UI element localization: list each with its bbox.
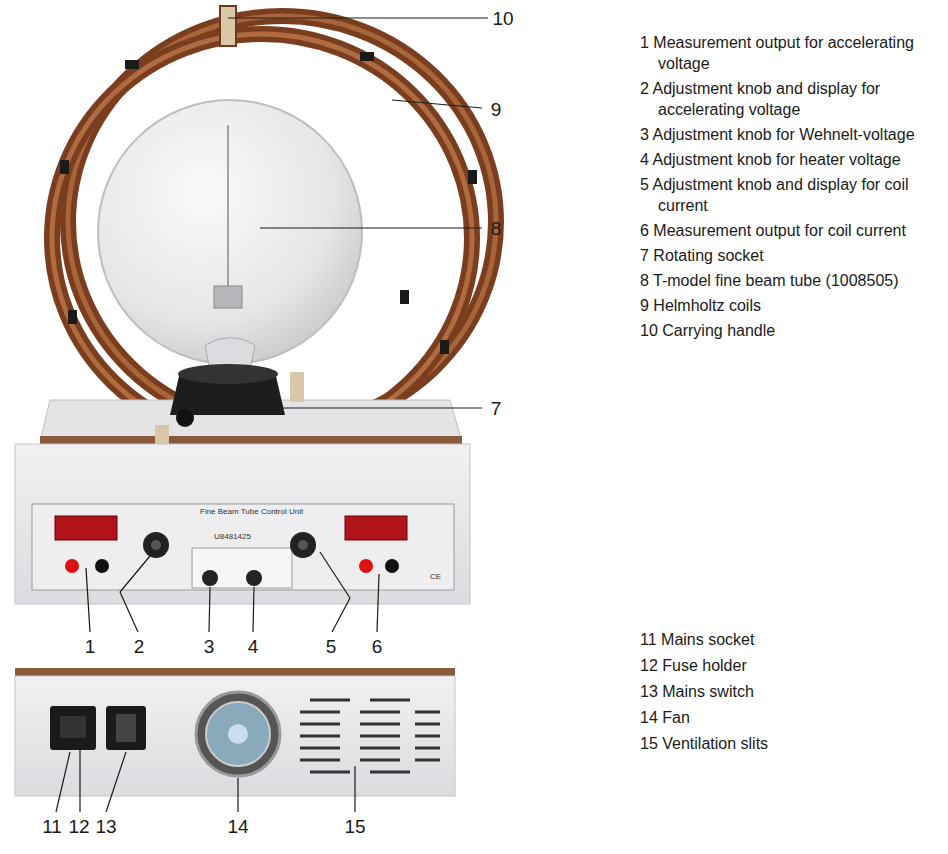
parts-list: 11 Mains socket 12 Fuse holder 13 Mains sw… xyxy=(640,629,940,759)
part-description: 4 Adjustment knob for heater voltage xyxy=(640,149,940,170)
callout-number: 13 xyxy=(95,817,116,836)
callout-number: 1 xyxy=(85,637,96,656)
parts-list: 1 Measurement output for accelerating vo… xyxy=(640,32,940,345)
callout-number: 15 xyxy=(344,817,365,836)
part-description: 2 Adjustment knob and display for accele… xyxy=(640,78,940,120)
callout-number: 4 xyxy=(248,637,259,656)
part-description: 14 Fan xyxy=(640,707,940,728)
part-description: 7 Rotating socket xyxy=(640,245,940,266)
part-description: 3 Adjustment knob for Wehnelt-voltage xyxy=(640,124,940,145)
panel-text: CE xyxy=(430,572,441,581)
leader-lines xyxy=(56,745,355,812)
part-description: 1 Measurement output for accelerating vo… xyxy=(640,32,940,74)
part-description: 15 Ventilation slits xyxy=(640,733,940,754)
part-description: 10 Carrying handle xyxy=(640,320,940,341)
callout-number: 8 xyxy=(491,219,502,238)
fine-beam-tube xyxy=(98,100,362,370)
carrying-handle xyxy=(220,6,236,46)
part-description: 11 Mains socket xyxy=(640,629,940,650)
callout-number: 5 xyxy=(326,637,337,656)
callout-number: 9 xyxy=(491,100,502,119)
base-edge xyxy=(40,436,462,444)
callout-number: 14 xyxy=(227,817,248,836)
callout-number: 7 xyxy=(491,399,502,418)
callout-number: 6 xyxy=(372,637,383,656)
part-description: 8 T-model fine beam tube (1008505) xyxy=(640,270,940,291)
panel-text: Fine Beam Tube Control Unit xyxy=(200,507,303,516)
part-description: 13 Mains switch xyxy=(640,681,940,702)
callout-number: 2 xyxy=(134,637,145,656)
panel-text: U8481425 xyxy=(214,532,251,541)
part-description: 5 Adjustment knob and display for coil c… xyxy=(640,174,940,216)
part-description: 9 Helmholtz coils xyxy=(640,295,940,316)
callout-number: 3 xyxy=(204,637,215,656)
leader-lines xyxy=(86,18,488,632)
callout-number: 12 xyxy=(68,817,89,836)
control-unit-back xyxy=(15,668,455,796)
part-description: 6 Measurement output for coil current xyxy=(640,220,940,241)
coil-block xyxy=(290,372,304,402)
callout-number: 10 xyxy=(492,9,513,28)
callout-number: 11 xyxy=(42,817,62,836)
control-unit xyxy=(15,444,470,604)
part-description: 12 Fuse holder xyxy=(640,655,940,676)
rotating-socket xyxy=(170,364,285,427)
helmholtz-coil xyxy=(52,34,477,442)
